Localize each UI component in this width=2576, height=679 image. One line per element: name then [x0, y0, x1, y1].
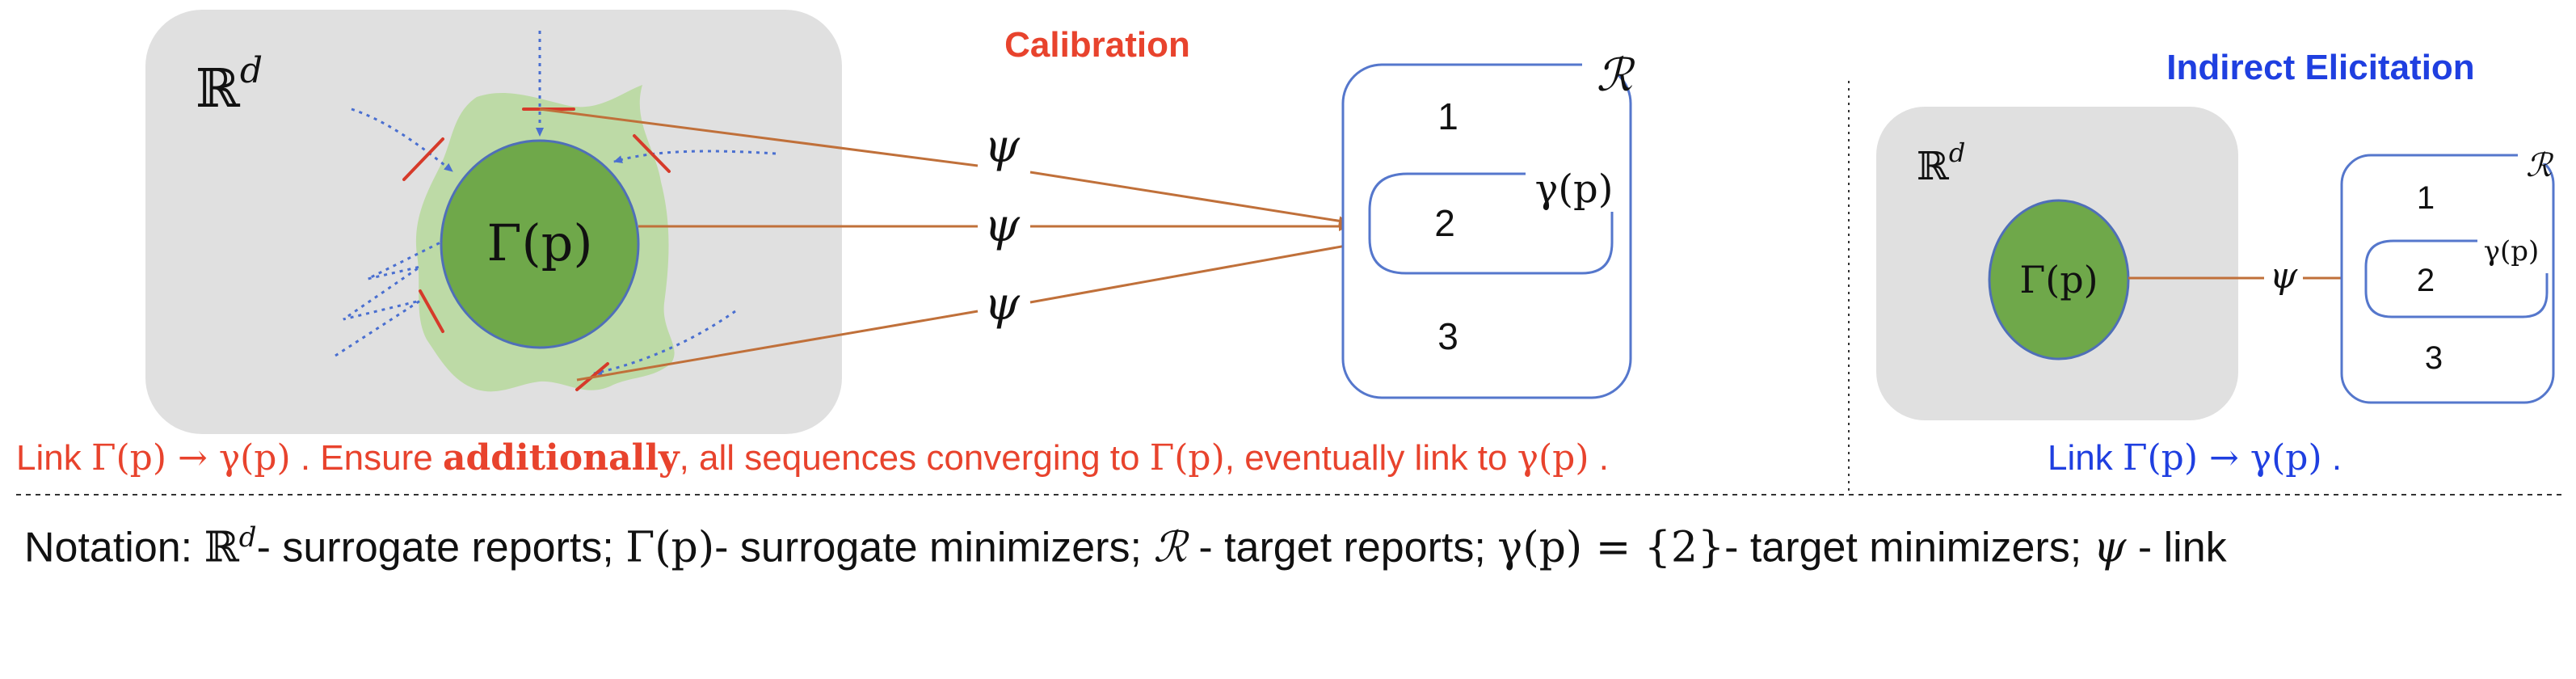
caption-text: . — [2321, 438, 2342, 478]
ie-target-report-3: 3 — [2425, 340, 2443, 376]
surrogate-minimizer-label: Γ(p) — [486, 213, 592, 272]
caption-math: Γ(p) — [1149, 437, 1225, 479]
notation-symbol: γ(p) = {2} — [1497, 523, 1725, 572]
link-psi-top: ψ — [984, 120, 1021, 173]
notation-symbol: ℛ — [1153, 523, 1187, 572]
caption-math: γ(p) — [1517, 437, 1589, 479]
ie-target-report-2: 2 — [2417, 263, 2435, 298]
ie-surrogate-minimizer-label: Γ(p) — [2019, 258, 2098, 302]
notation-symbol: ψ — [2093, 523, 2127, 572]
notation-line: Notation: ℝd- surrogate reports; Γ(p)- s… — [24, 501, 2227, 574]
notation-text: - surrogate reports; — [256, 524, 626, 571]
ie-target-space-label: ℛ — [2526, 147, 2554, 184]
target-report-2: 2 — [1434, 202, 1455, 244]
target-space-label-mask — [1582, 58, 1632, 74]
link-arrows — [539, 108, 1364, 382]
link-psi-bottom: ψ — [984, 278, 1021, 331]
indirect-elicitation-caption: Link Γ(p) → γ(p) . — [2048, 430, 2342, 487]
notation-symbol: Γ(p) — [625, 523, 715, 572]
target-minimizer-label: γ(p) — [1535, 167, 1614, 212]
boundary-tick — [402, 137, 444, 181]
notation-text: - target reports; — [1186, 524, 1498, 571]
ie-link-psi: ψ — [2270, 255, 2298, 297]
caption-math: Γ(p) → γ(p) — [90, 437, 291, 479]
surrogate-space-label: ℝd — [196, 50, 263, 120]
link-arrow-bottom — [576, 242, 1364, 382]
sequence-upper-right — [613, 150, 777, 163]
caption-text: Link — [2048, 438, 2123, 478]
ie-target-minimizer-label: γ(p) — [2484, 235, 2540, 268]
ie-target-minimizer-box — [2364, 239, 2549, 318]
notation-prefix: Notation: — [24, 524, 204, 571]
notation-symbol-sup: d — [238, 521, 257, 554]
link-arrow-top — [539, 108, 1348, 222]
ie-target-space-label-mask — [2518, 149, 2555, 163]
boundary-tick — [419, 289, 444, 333]
caption-emphasis: additionally — [442, 437, 680, 479]
notation-text: - link — [2126, 524, 2227, 571]
indirect-elicitation-title: Indirect Elicitation — [2166, 48, 2474, 87]
sequence-lower-left — [335, 241, 441, 357]
target-minimizer-box — [1368, 172, 1614, 275]
ie-surrogate-minimizer-ellipse — [1988, 199, 2130, 361]
target-space-label: ℛ — [1597, 49, 1635, 102]
target-report-1: 1 — [1437, 95, 1458, 137]
calibration-caption: Link Γ(p) → γ(p) . Ensure additionally, … — [16, 430, 1609, 487]
caption-text: . — [1589, 438, 1609, 478]
boundary-tick — [633, 134, 671, 173]
caption-math: Γ(p) → γ(p) — [2122, 437, 2322, 479]
sequence-upper-left — [351, 108, 453, 173]
target-report-3: 3 — [1437, 315, 1458, 357]
notation-text: - target minimizers; — [1724, 524, 2094, 571]
ie-surrogate-space-label: ℝd — [1917, 137, 1965, 189]
notation-symbol: ℝ — [204, 523, 239, 572]
caption-text: , eventually link to — [1224, 438, 1517, 478]
notation-text: - surrogate minimizers; — [714, 524, 1154, 571]
caption-text: . Ensure — [290, 438, 443, 478]
calibration-title: Calibration — [1004, 25, 1190, 65]
caption-text: , all sequences converging to — [679, 438, 1150, 478]
link-psi-middle: ψ — [984, 200, 1021, 252]
surrogate-minimizer-ellipse — [440, 139, 640, 349]
sequence-lower-right — [593, 310, 736, 376]
ie-target-report-1: 1 — [2417, 180, 2435, 216]
caption-text: Link — [16, 438, 91, 478]
